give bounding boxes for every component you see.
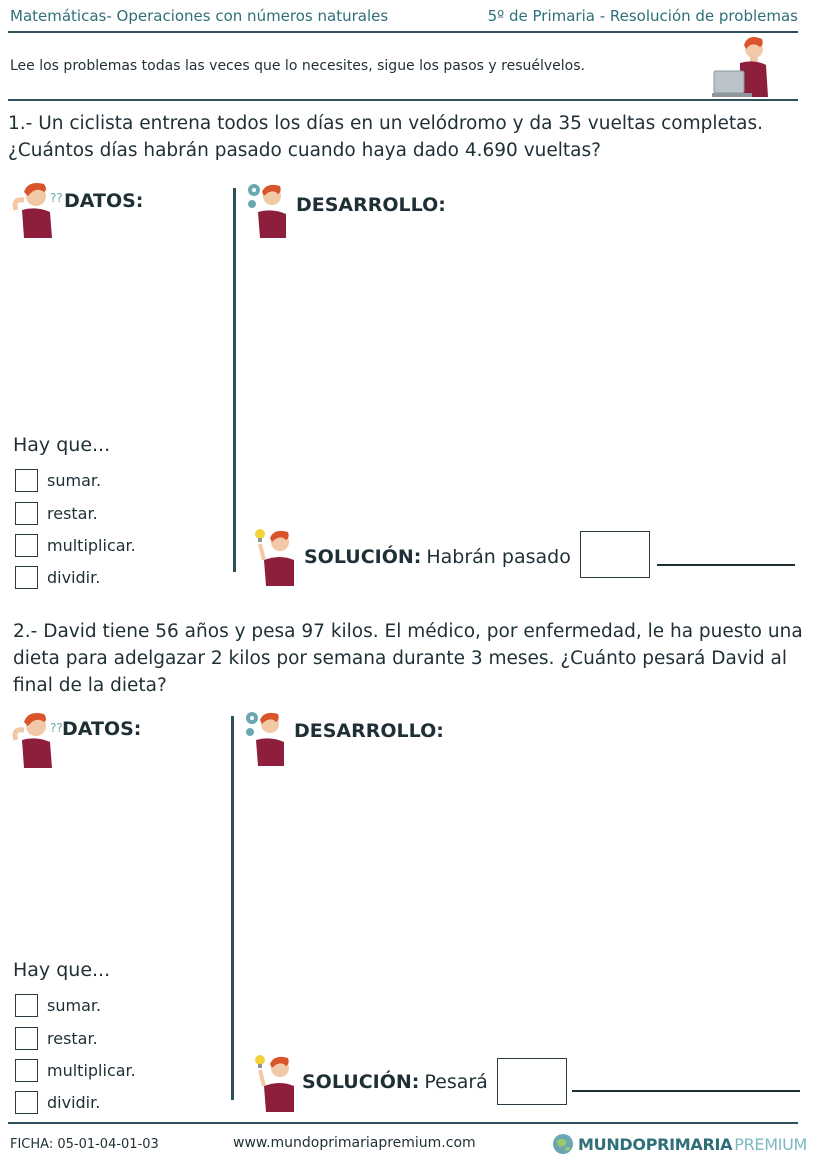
- boy-laptop-icon: [712, 37, 768, 97]
- svg-text:??: ??: [50, 191, 63, 205]
- footer-ficha: FICHA: 05-01-04-01-03: [10, 1137, 159, 1152]
- globe-icon: [553, 1134, 573, 1154]
- datos-label-1: DATOS:: [64, 190, 144, 212]
- desarrollo-label-2: DESARROLLO:: [294, 720, 444, 742]
- desarrollo-label-1: DESARROLLO:: [296, 194, 446, 216]
- svg-text:??: ??: [50, 721, 63, 735]
- option-dividir-2[interactable]: dividir.: [15, 1090, 100, 1114]
- answer-box-1[interactable]: [580, 531, 650, 578]
- option-restar-1[interactable]: restar.: [15, 501, 98, 525]
- solucion-row-1: SOLUCIÓN: Habrán pasado: [304, 546, 571, 568]
- problem-2-statement: 2.- David tiene 56 años y pesa 97 kilos.…: [13, 621, 803, 696]
- column-divider-2: [231, 716, 234, 1100]
- brand-premium: PREMIUM: [734, 1134, 808, 1154]
- thinking-boy-icon: ??: [12, 713, 63, 768]
- footer-divider: [8, 1122, 798, 1124]
- answer-unit-line-2[interactable]: [572, 1090, 800, 1092]
- header-subject: Matemáticas- Operaciones con números nat…: [10, 7, 389, 25]
- option-sumar-2[interactable]: sumar.: [15, 993, 101, 1017]
- checkbox[interactable]: [15, 1026, 38, 1050]
- answer-box-2[interactable]: [497, 1058, 567, 1105]
- solucion-label-1: SOLUCIÓN:: [304, 546, 422, 568]
- checkbox[interactable]: [15, 533, 38, 557]
- gears-boy-icon: [246, 712, 284, 766]
- datos-label-2: DATOS:: [62, 718, 142, 740]
- checkbox[interactable]: [15, 1090, 38, 1114]
- hayque-label-2: Hay que...: [13, 959, 111, 981]
- option-label: dividir.: [47, 1092, 101, 1112]
- instructions-text: Lee los problemas todas las veces que lo…: [10, 58, 585, 74]
- checkbox[interactable]: [15, 468, 38, 492]
- option-label: dividir.: [47, 567, 101, 587]
- option-label: multiplicar.: [47, 535, 136, 555]
- brand-logo: MUNDOPRIMARIA PREMIUM: [552, 1133, 807, 1155]
- gears-boy-icon: [248, 184, 286, 238]
- header-grade: 5º de Primaria - Resolución de problemas: [487, 7, 798, 25]
- solucion-label-2: SOLUCIÓN:: [302, 1071, 420, 1093]
- brand-main: MUNDOPRIMARIA: [578, 1134, 733, 1154]
- instructions-divider: [8, 99, 798, 101]
- solucion-text-1: Habrán pasado: [426, 546, 571, 568]
- footer-url[interactable]: www.mundoprimariapremium.com: [233, 1135, 476, 1151]
- lightbulb-boy-icon: [255, 529, 294, 586]
- problem-1-statement: 1.- Un ciclista entrena todos los días e…: [8, 113, 763, 161]
- lightbulb-boy-icon: [255, 1055, 294, 1112]
- column-divider-1: [233, 188, 236, 572]
- option-sumar-1[interactable]: sumar.: [15, 468, 101, 492]
- checkbox[interactable]: [15, 993, 38, 1017]
- option-dividir-1[interactable]: dividir.: [15, 565, 100, 589]
- option-label: restar.: [47, 1028, 98, 1048]
- checkbox[interactable]: [15, 1058, 38, 1082]
- option-label: multiplicar.: [47, 1060, 136, 1080]
- thinking-boy-icon: ??: [12, 183, 63, 238]
- option-multiplicar-2[interactable]: multiplicar.: [15, 1058, 136, 1082]
- solucion-text-2: Pesará: [424, 1071, 488, 1093]
- option-label: restar.: [47, 503, 98, 523]
- solucion-row-2: SOLUCIÓN: Pesará: [302, 1071, 488, 1093]
- checkbox[interactable]: [15, 565, 38, 589]
- option-multiplicar-1[interactable]: multiplicar.: [15, 533, 136, 557]
- header-divider: [8, 31, 798, 33]
- hayque-label-1: Hay que...: [13, 434, 111, 456]
- option-restar-2[interactable]: restar.: [15, 1026, 98, 1050]
- checkbox[interactable]: [15, 501, 38, 525]
- option-label: sumar.: [47, 995, 102, 1015]
- option-label: sumar.: [47, 470, 102, 490]
- answer-unit-line-1[interactable]: [657, 564, 795, 566]
